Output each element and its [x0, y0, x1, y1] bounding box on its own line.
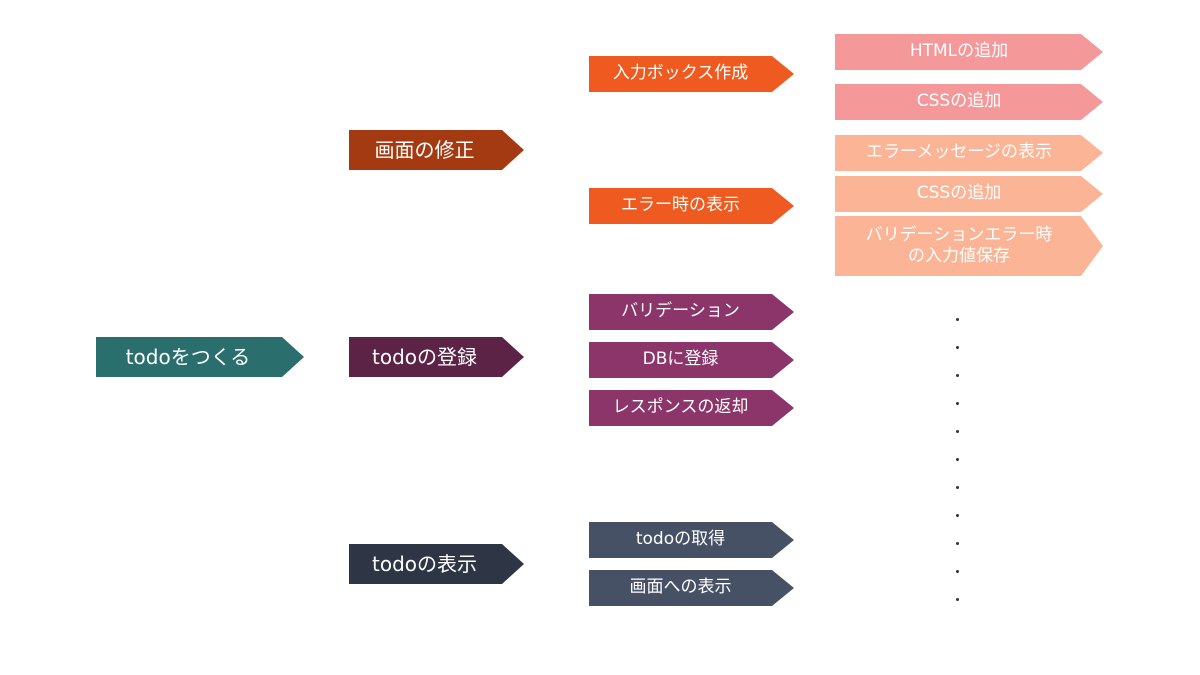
node-input-box: 入力ボックス作成 — [589, 56, 794, 92]
ellipsis-dot — [956, 598, 959, 601]
ellipsis-dot — [956, 318, 959, 321]
branch-screen-fix: 画面の修正 — [349, 130, 524, 170]
node-response: レスポンスの返却 — [589, 390, 794, 426]
ellipsis-dot — [956, 570, 959, 573]
node-validation-keep-label: バリデーションエラー時 の入力値保存 — [865, 224, 1053, 266]
node-response-label: レスポンスの返却 — [612, 397, 749, 418]
node-screen-display-label: 画面への表示 — [629, 577, 732, 598]
ellipsis-dot — [956, 486, 959, 489]
node-db-register-label: DBに登録 — [642, 349, 719, 370]
node-error-message-label: エラーメッセージの表示 — [866, 142, 1052, 163]
node-validation: バリデーション — [589, 294, 794, 330]
ellipsis-dot — [956, 346, 959, 349]
branch-register: todoの登録 — [349, 337, 524, 377]
ellipsis-dot — [956, 514, 959, 517]
ellipsis-dot — [956, 374, 959, 377]
node-css-add-1: CSSの追加 — [835, 84, 1103, 120]
branch-display-label: todoの表示 — [371, 551, 477, 576]
ellipsis-dot — [956, 542, 959, 545]
node-error-display-label: エラー時の表示 — [621, 195, 740, 216]
node-error-message: エラーメッセージの表示 — [835, 135, 1103, 171]
node-html-add: HTMLの追加 — [835, 34, 1103, 70]
branch-register-label: todoの登録 — [371, 344, 477, 369]
node-css-add-2: CSSの追加 — [835, 176, 1103, 212]
ellipsis-dot — [956, 402, 959, 405]
node-validation-label: バリデーション — [621, 301, 740, 322]
branch-display: todoの表示 — [349, 544, 524, 584]
root-node: todoをつくる — [96, 337, 304, 377]
branch-screen-fix-label: 画面の修正 — [374, 137, 475, 162]
node-css-add-1-label: CSSの追加 — [916, 91, 1002, 112]
node-screen-display: 画面への表示 — [589, 570, 794, 606]
node-todo-fetch-label: todoの取得 — [635, 529, 726, 550]
node-error-display: エラー時の表示 — [589, 188, 794, 224]
node-todo-fetch: todoの取得 — [589, 522, 794, 558]
node-validation-keep: バリデーションエラー時 の入力値保存 — [835, 216, 1103, 276]
node-html-add-label: HTMLの追加 — [909, 41, 1009, 62]
node-css-add-2-label: CSSの追加 — [916, 183, 1002, 204]
node-db-register: DBに登録 — [589, 342, 794, 378]
node-input-box-label: 入力ボックス作成 — [612, 63, 749, 84]
ellipsis-dot — [956, 458, 959, 461]
root-label: todoをつくる — [125, 344, 251, 369]
ellipsis-dot — [956, 430, 959, 433]
